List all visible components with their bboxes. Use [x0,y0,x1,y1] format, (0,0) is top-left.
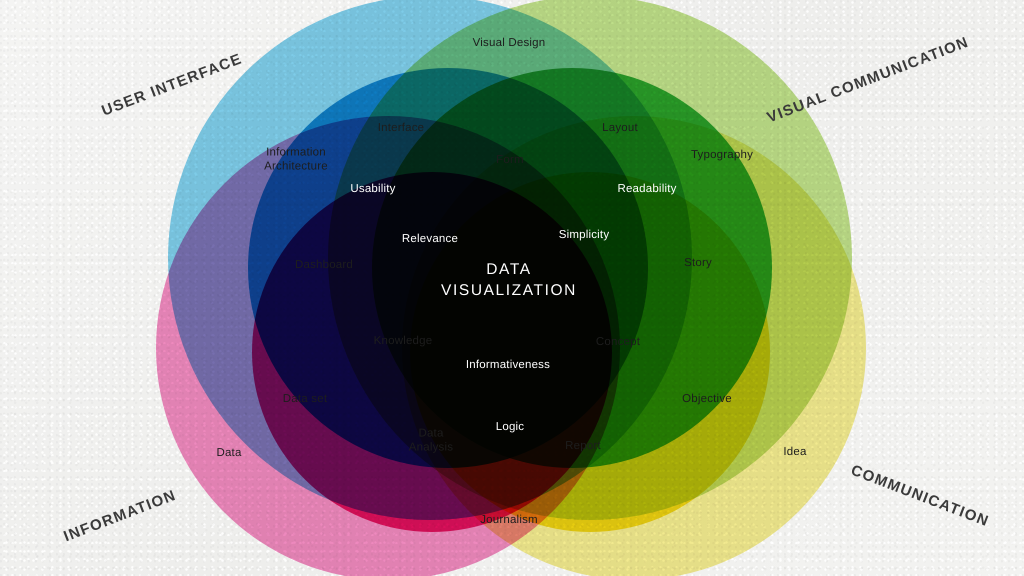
circle-communication-inner [410,172,770,532]
